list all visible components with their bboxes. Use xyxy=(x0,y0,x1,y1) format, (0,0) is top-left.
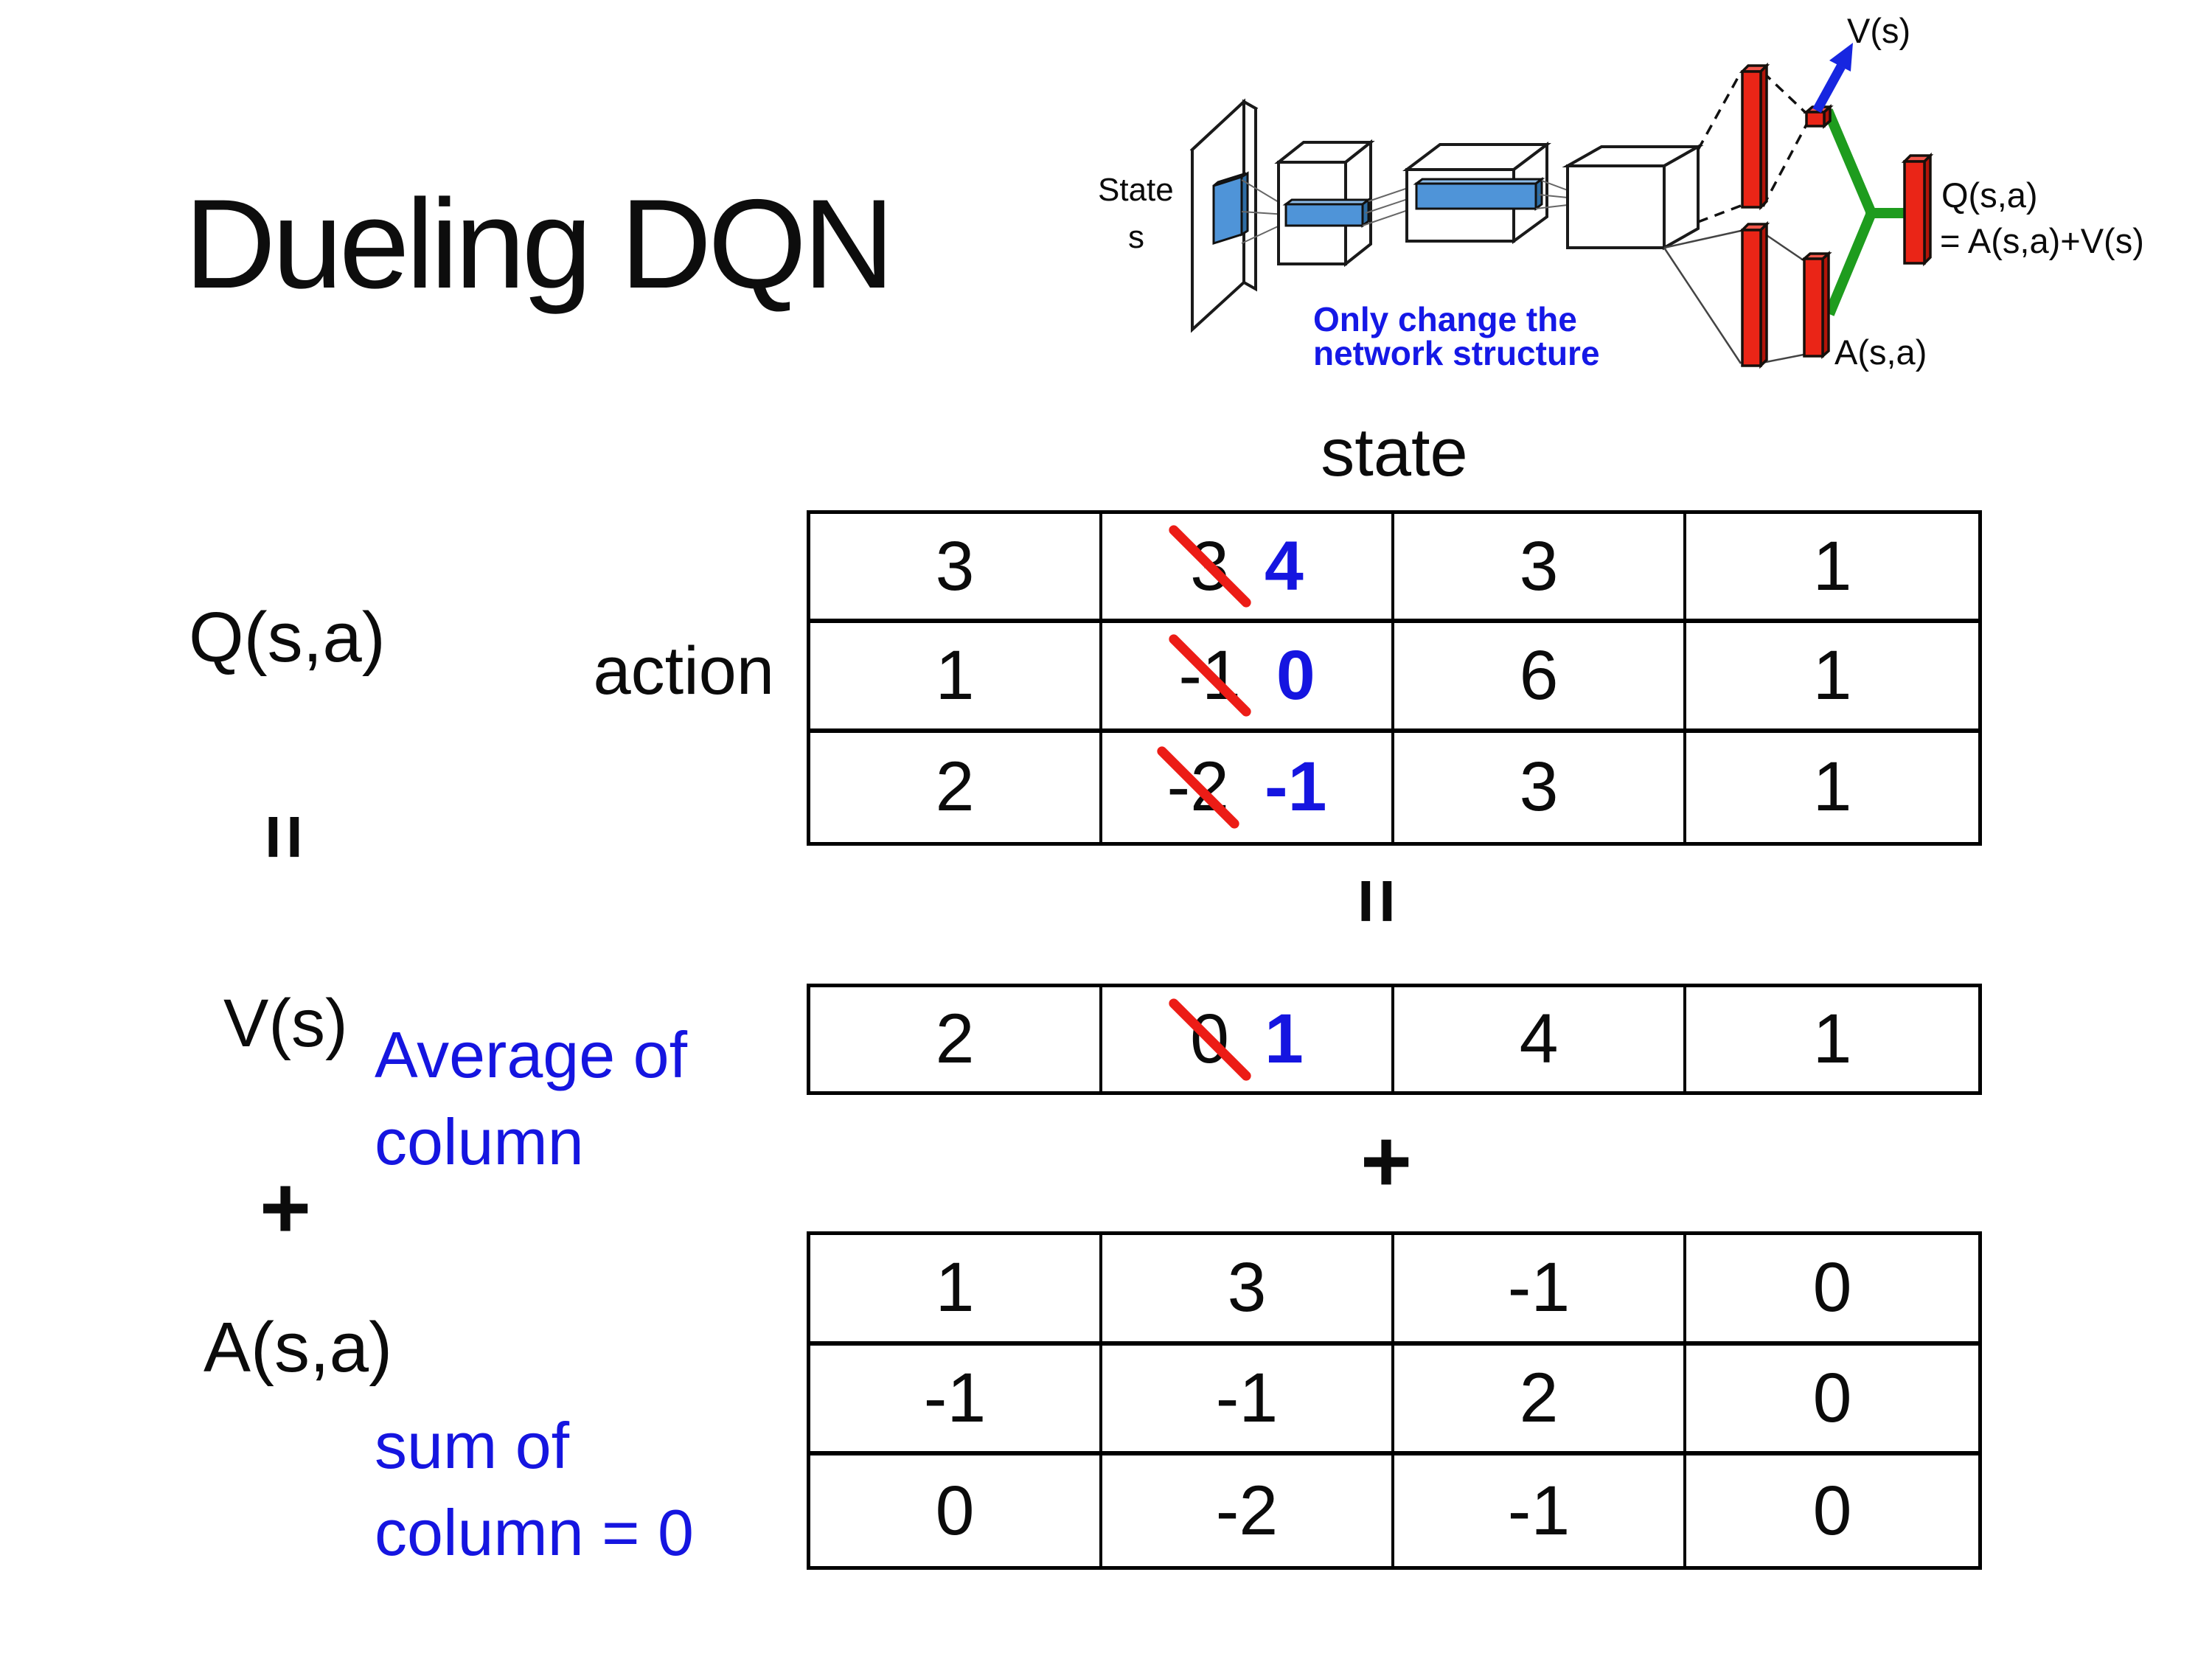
feature-bar-1 xyxy=(1282,198,1372,228)
v-scalar-node xyxy=(1803,104,1834,129)
new-value: 1 xyxy=(1265,1000,1304,1078)
state-column-header: state xyxy=(1321,415,1468,490)
diagram-q-label: Q(s,a) xyxy=(1941,175,2038,215)
q-matrix-label: Q(s,a) xyxy=(189,598,386,677)
a-vector-bar xyxy=(1801,251,1832,359)
new-value: 4 xyxy=(1265,526,1304,605)
table-cell: 1 xyxy=(1812,1000,1852,1078)
a-matrix-label: A(s,a) xyxy=(204,1308,393,1387)
average-note-line1: Average of xyxy=(375,1018,688,1091)
v-arrow-icon xyxy=(1812,43,1853,114)
table-cell: 3 xyxy=(1102,1235,1394,1346)
slide-title: Dueling DQN xyxy=(184,173,894,315)
table-cell: 0 xyxy=(810,1455,1102,1566)
table-cell: 2 xyxy=(1394,1345,1686,1456)
table-cell: 1 xyxy=(1686,623,1978,733)
table-cell: 3 xyxy=(1394,514,1686,624)
sum-of-column-note: sum of column = 0 xyxy=(375,1402,694,1576)
table-cell: -1 xyxy=(1394,1455,1686,1566)
fc-bar-v-hidden xyxy=(1739,62,1770,211)
dueling-network-diagram: State s V(s) Q(s,a) = A(s,a)+V(s) A(s,a)… xyxy=(1098,11,2144,372)
table-cell: 1 xyxy=(810,1235,1102,1346)
table-cell: -1 xyxy=(1102,1345,1394,1456)
diagram-q-formula: = A(s,a)+V(s) xyxy=(1940,221,2144,260)
diagram-state-label: State xyxy=(1098,172,1174,208)
q-value-table: 3 3 4 3 1 1 -1 0 6 1 2 -2 -1 3 1 xyxy=(807,510,1982,846)
table-cell: -1 xyxy=(810,1345,1102,1456)
equals-rotated-left: = xyxy=(240,813,330,860)
table-cell: 2 xyxy=(810,732,1102,842)
diagram-v-label: V(s) xyxy=(1847,11,1910,50)
table-cell: 3 xyxy=(1394,732,1686,842)
table-cell: 4 xyxy=(1394,987,1686,1091)
table-cell-changed: 0 1 xyxy=(1102,987,1394,1091)
table-cell: 0 xyxy=(1812,1471,1852,1550)
conv-filter-patch xyxy=(1212,171,1249,246)
diagram-note-line2: network structure xyxy=(1313,334,1600,372)
v-value-table: 2 0 1 4 1 xyxy=(807,984,1982,1095)
fc-bar-a-hidden xyxy=(1739,220,1770,369)
v-matrix-label: V(s) xyxy=(223,986,348,1061)
table-cell: 6 xyxy=(1394,623,1686,733)
diagram-a-label: A(s,a) xyxy=(1834,333,1927,372)
table-cell: 0 xyxy=(1686,1235,1978,1346)
plus-sign-left: + xyxy=(259,1158,312,1257)
sum-note-line1: sum of xyxy=(375,1409,570,1482)
table-cell: 1 xyxy=(810,623,1102,733)
table-cell: -2 xyxy=(1102,1455,1394,1566)
merge-connector xyxy=(1823,108,1905,316)
new-value: 0 xyxy=(1276,636,1315,714)
plus-sign-center: + xyxy=(1360,1112,1413,1211)
q-output-bar xyxy=(1901,152,1934,267)
table-cell-changed: -1 0 xyxy=(1102,623,1394,733)
diagram-note-line1: Only change the xyxy=(1313,300,1577,338)
v-stream-dashed-lines xyxy=(1697,71,1808,223)
a-stream-lines xyxy=(1663,229,1804,364)
table-cell: 0 xyxy=(1686,1346,1978,1456)
table-cell-changed: -2 -1 xyxy=(1102,732,1394,842)
action-row-label: action xyxy=(593,633,775,709)
fc-layer-box xyxy=(1562,144,1704,251)
sum-note-line2: column = 0 xyxy=(375,1496,694,1569)
advantage-table: 1 3 -1 0 -1 -1 2 0 0 -2 -1 0 xyxy=(807,1231,1982,1570)
table-cell: 3 xyxy=(810,514,1102,624)
new-value: -1 xyxy=(1265,748,1327,827)
table-cell: 1 xyxy=(1686,514,1978,624)
projection-lines-3 xyxy=(1535,180,1568,209)
equals-rotated-center: = xyxy=(1333,877,1423,925)
table-cell: 2 xyxy=(810,987,1102,1091)
table-cell: 1 xyxy=(1812,748,1852,827)
feature-bar-2 xyxy=(1413,177,1545,211)
average-of-column-note: Average of column xyxy=(375,1012,687,1186)
table-cell: -1 xyxy=(1394,1235,1686,1346)
table-cell-changed: 3 4 xyxy=(1102,514,1394,624)
diagram-state-s-label: s xyxy=(1128,219,1144,255)
average-note-line2: column xyxy=(375,1105,584,1178)
